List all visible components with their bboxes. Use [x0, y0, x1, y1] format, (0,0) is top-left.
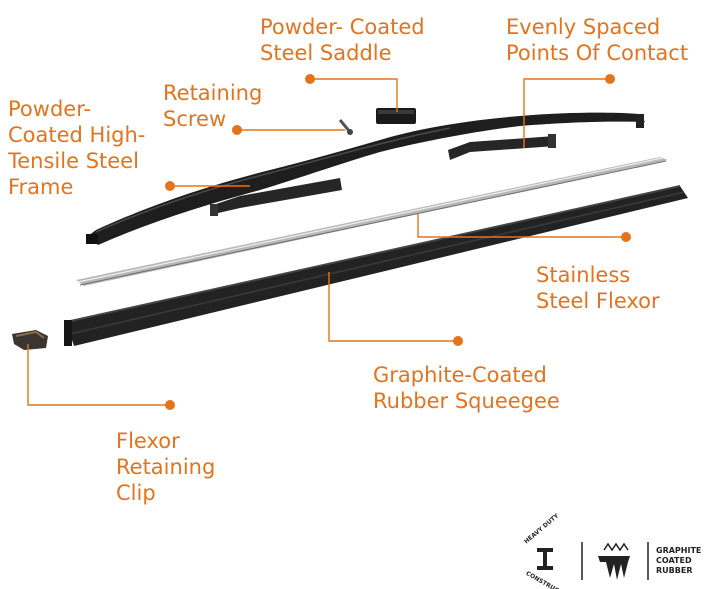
- leader-squeegee: [328, 272, 458, 342]
- steel-frame-part: [86, 112, 645, 245]
- leader-frame-dot: [165, 181, 175, 191]
- leader-contact-dot: [605, 74, 615, 84]
- squeegee-part: [64, 185, 688, 346]
- leader-clip: [27, 344, 170, 406]
- ice-snow-icon: [598, 542, 630, 580]
- leader-clip-dot: [165, 400, 175, 410]
- screw-part: [338, 119, 353, 135]
- leader-flexor: [417, 214, 626, 238]
- badge-graphite-text: GRAPHITE COATED RUBBER: [656, 546, 702, 575]
- leader-contact: [523, 78, 610, 148]
- callout-dots: [165, 74, 631, 410]
- heavy-duty-construction-icon: [537, 548, 553, 570]
- leader-flexor-dot: [621, 232, 631, 242]
- leader-squeegee-dot: [453, 336, 463, 346]
- leader-saddle: [310, 78, 398, 112]
- leader-saddle-dot: [305, 74, 315, 84]
- saddle-part: [376, 108, 416, 124]
- flexor-part: [76, 157, 668, 286]
- clip-part: [12, 330, 48, 350]
- callout-leaders: [27, 78, 626, 406]
- leader-screw-dot: [232, 125, 242, 135]
